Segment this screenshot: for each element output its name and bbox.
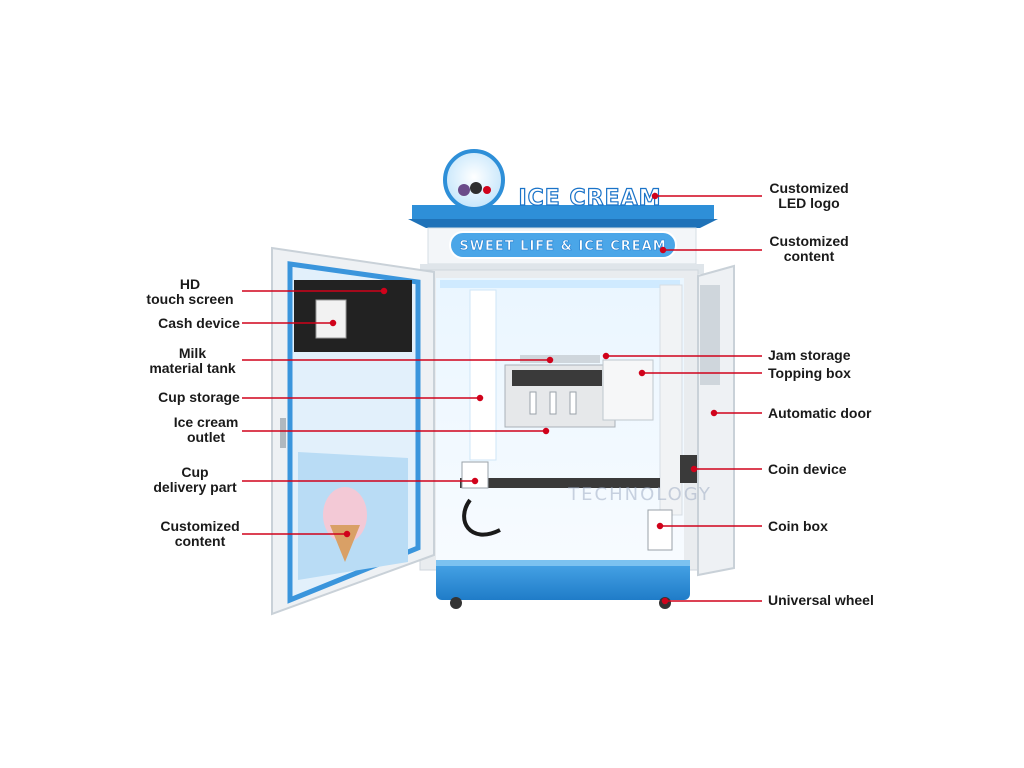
- dome-cherry: [483, 186, 491, 194]
- leader-dot-customized-led-logo: [651, 192, 659, 200]
- label-cup-storage: Cup storage: [158, 389, 240, 405]
- leader-dot-coin-device: [690, 465, 698, 473]
- dome-scoop-2: [470, 182, 482, 194]
- leader-dot-cup-storage: [476, 394, 484, 402]
- leader-dot-customized-content-left: [343, 530, 351, 538]
- cup-storage-tube: [469, 289, 497, 461]
- leader-dot-cash-device: [329, 319, 337, 327]
- roof-top: [412, 205, 714, 219]
- label-universal-wheel: Universal wheel: [768, 592, 874, 608]
- logo-dome: [443, 149, 505, 211]
- label-topping-box: Topping box: [768, 365, 851, 381]
- base-trim: [436, 560, 690, 566]
- dispenser-panel: [512, 370, 602, 386]
- label-cup-delivery-part: Cup delivery part: [153, 464, 237, 495]
- label-coin-box: Coin box: [768, 518, 828, 534]
- watermark: TECHNOLOGY: [567, 484, 712, 505]
- label-coin-device: Coin device: [768, 461, 847, 477]
- conveyor-rail: [460, 478, 660, 488]
- interior-light-top: [440, 280, 680, 288]
- cash-device-unit: [315, 299, 347, 339]
- topping-box-unit: [602, 359, 654, 421]
- right-column: [659, 284, 683, 516]
- label-milk-material-tank: Milk material tank: [149, 345, 236, 376]
- leader-dot-ice-cream-outlet: [542, 427, 550, 435]
- sign-text: SWEET LIFE & ICE CREAM: [459, 239, 666, 254]
- leader-dot-customized-content-right: [659, 246, 667, 254]
- label-ice-cream-outlet: Ice cream outlet: [173, 414, 239, 445]
- logo-text: ICE CREAM: [518, 186, 661, 211]
- leader-dot-topping-box: [638, 369, 646, 377]
- label-customized-led-logo: Customized LED logo: [769, 180, 849, 211]
- machine-cabinet: [419, 269, 704, 609]
- dispenser-lever-3: [569, 391, 577, 415]
- leader-dot-automatic-door: [710, 409, 718, 417]
- leader-dot-cup-delivery-part: [471, 477, 479, 485]
- automatic-door-mechanism: [700, 285, 720, 385]
- door-handle: [280, 418, 286, 448]
- leader-dot-jam-storage: [602, 352, 610, 360]
- leader-lines: [242, 192, 762, 605]
- touch-screen: [294, 280, 412, 352]
- jam-storage-tray: [520, 355, 600, 363]
- dispenser-lever-2: [549, 391, 557, 415]
- label-cash-device: Cash device: [158, 315, 240, 331]
- roof-eave: [408, 219, 718, 228]
- label-hd-touch-screen: HD touch screen: [146, 276, 234, 307]
- wheel-left: [450, 597, 462, 609]
- leader-dot-universal-wheel: [661, 597, 669, 605]
- dome-scoop-1: [458, 184, 470, 196]
- sign-plate: [449, 231, 677, 259]
- cabinet-base: [436, 560, 690, 600]
- coin-box-unit: [647, 509, 673, 551]
- label-automatic-door: Automatic door: [768, 405, 872, 421]
- label-customized-content-left: Customized content: [160, 518, 240, 549]
- leader-dot-hd-touch-screen: [380, 287, 388, 295]
- dispenser-lever-1: [529, 391, 537, 415]
- right-door: [697, 264, 735, 577]
- cable: [462, 498, 501, 537]
- machine-header: SWEET LIFE & ICE CREAM ICE CREAM: [408, 149, 718, 274]
- header-trim: [420, 264, 704, 274]
- leader-dot-coin-box: [656, 522, 664, 530]
- label-jam-storage: Jam storage: [768, 347, 851, 363]
- leader-dot-milk-material-tank: [546, 356, 554, 364]
- label-customized-content-right: Customized content: [769, 233, 849, 264]
